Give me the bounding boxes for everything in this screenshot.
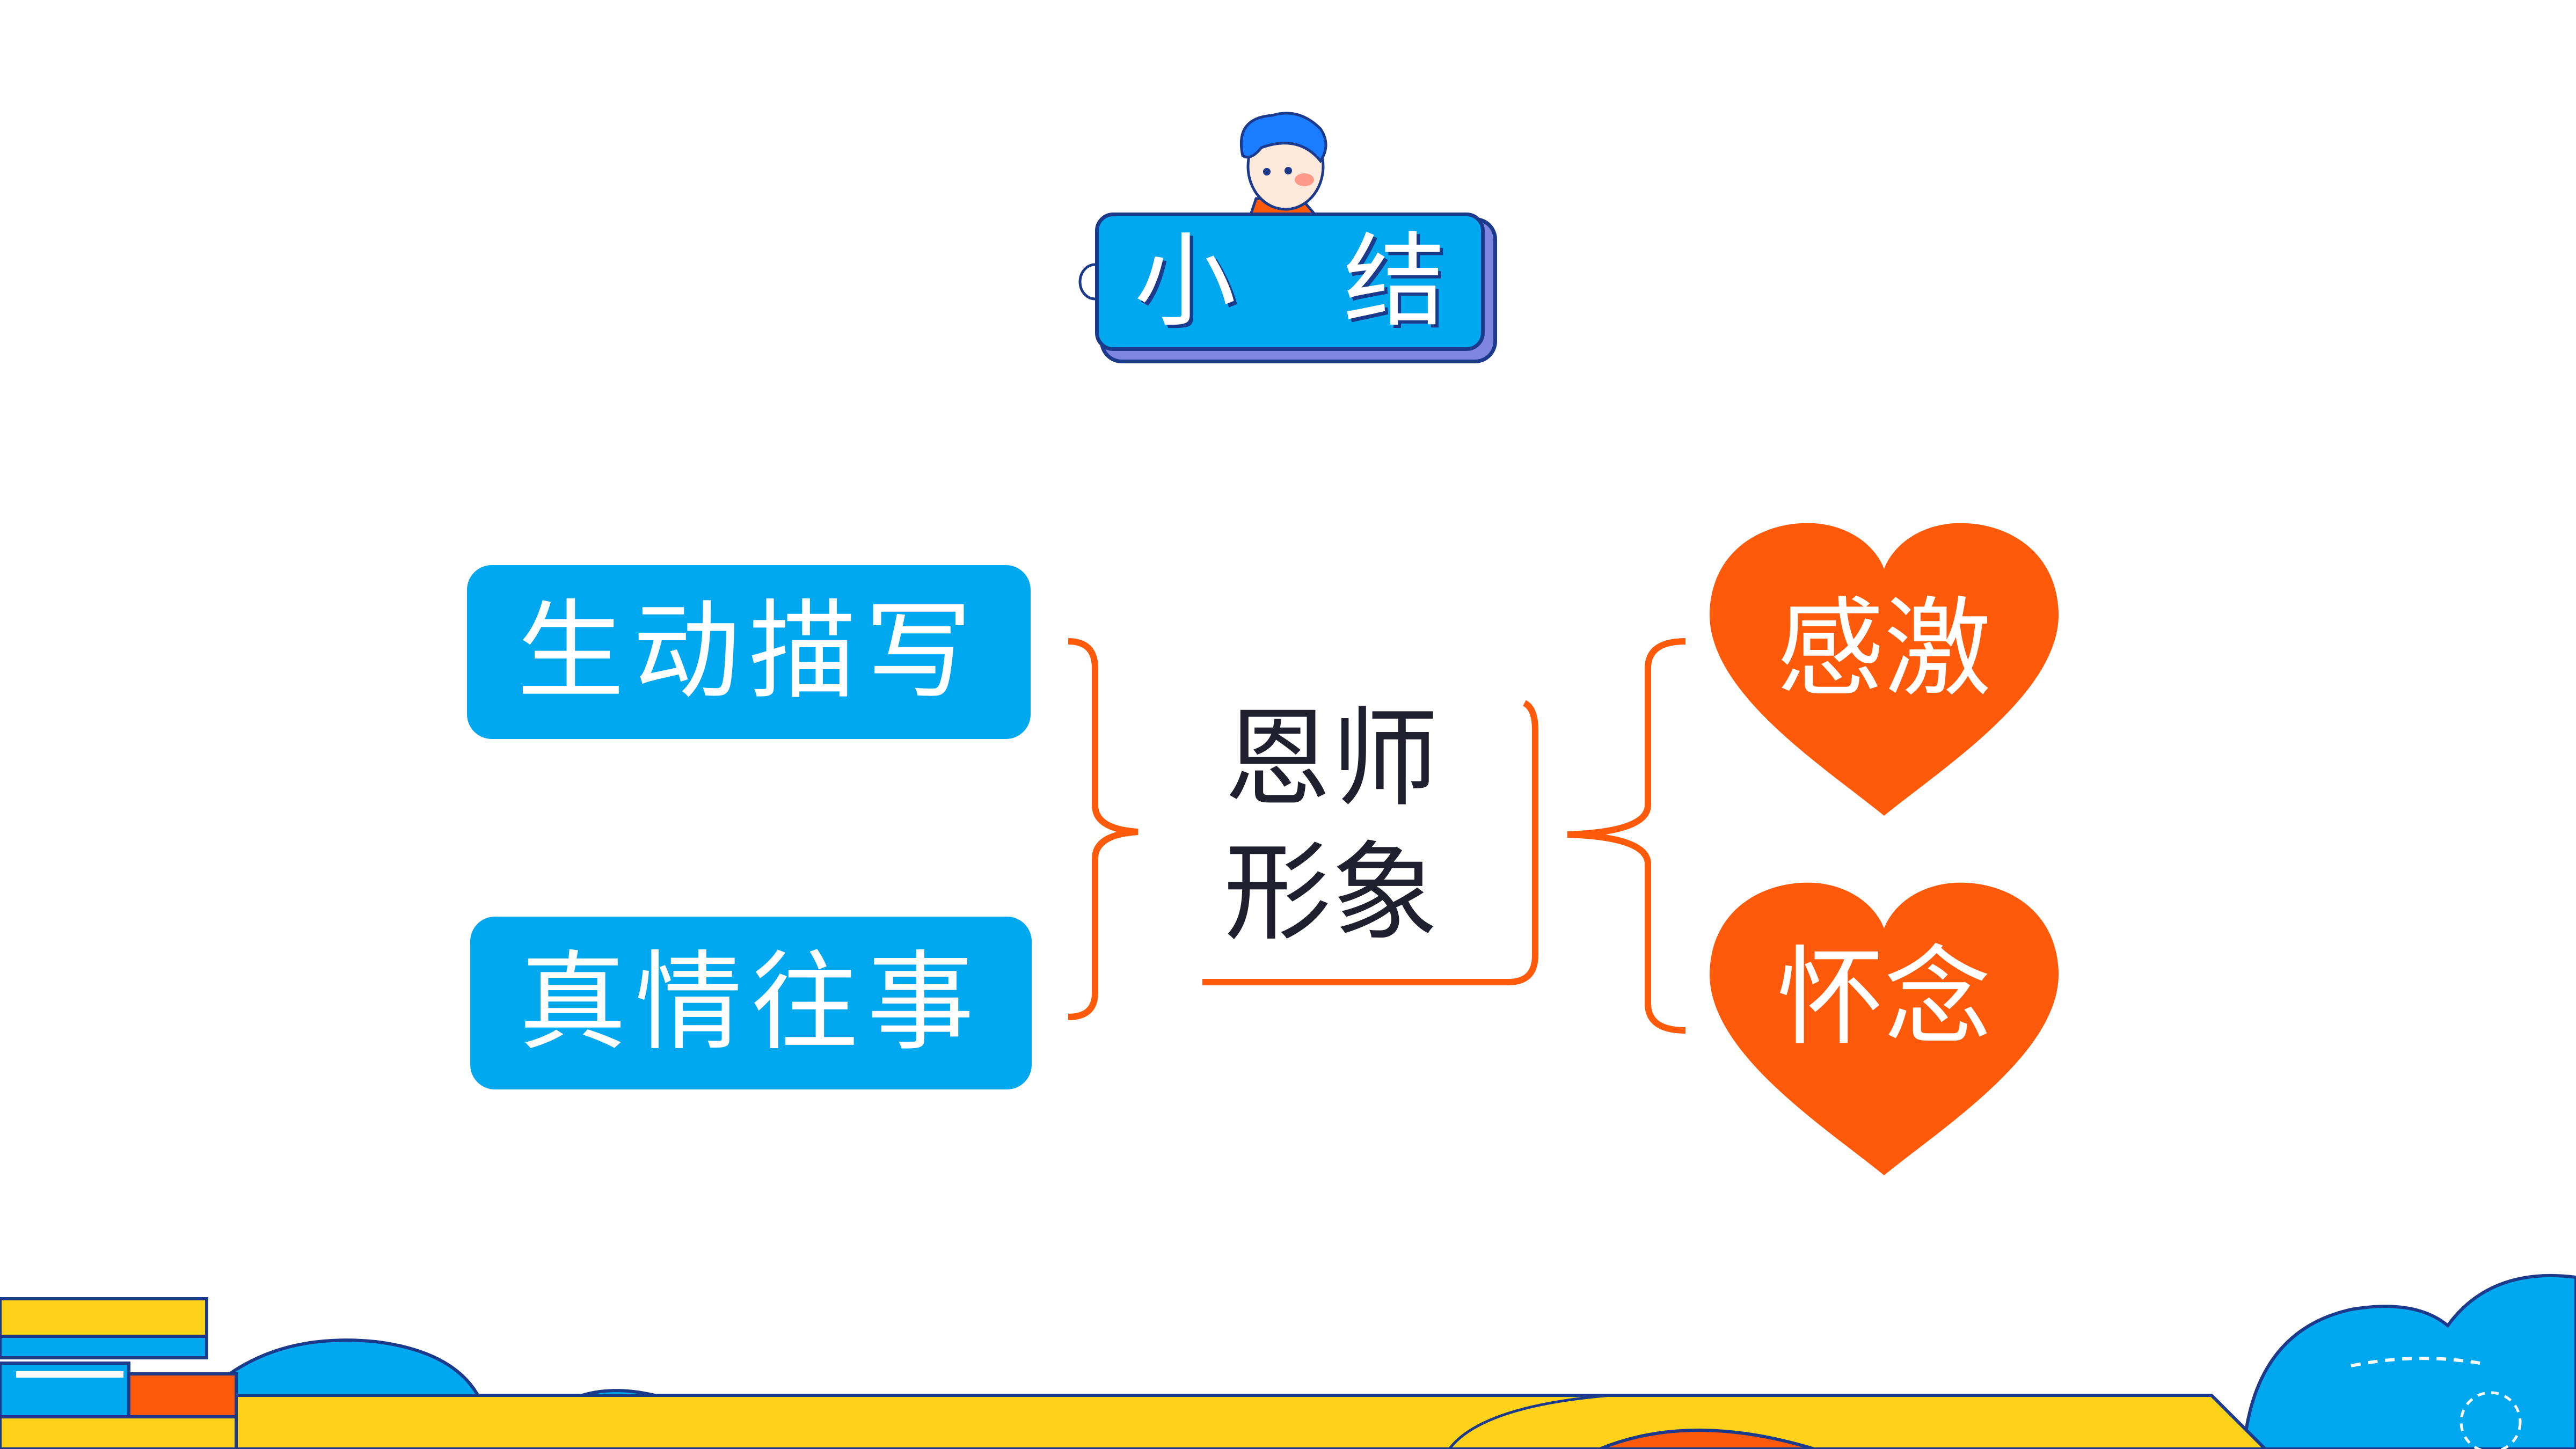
center-topic: 恩师 形象 (1208, 692, 1455, 961)
cartoon-boy-icon (1239, 112, 1327, 216)
left-item-true-stories: 真情往事 (470, 917, 1032, 1089)
right-brace (1567, 638, 1686, 1034)
heart-shape-2 (1709, 882, 2059, 1175)
heart-shape-1 (1709, 523, 2059, 816)
heart-label-gratitude: 感激 (1776, 587, 1991, 712)
center-topic-line-2: 形象 (1223, 831, 1439, 956)
book-stack-icon (0, 1297, 238, 1449)
left-item-vivid-description: 生动描写 (467, 565, 1031, 739)
heart-label-missing: 怀念 (1776, 935, 1991, 1060)
left-item-label-2: 真情往事 (519, 940, 983, 1065)
center-topic-line-1: 恩师 (1223, 697, 1439, 822)
left-item-label-1: 生动描写 (516, 589, 981, 714)
center-bracket (1202, 700, 1538, 985)
yellow-desk (127, 1394, 2268, 1449)
left-brace (1068, 638, 1139, 1020)
page-title: 小结 (1134, 222, 1553, 341)
title-board: 小结 (1095, 213, 1485, 351)
